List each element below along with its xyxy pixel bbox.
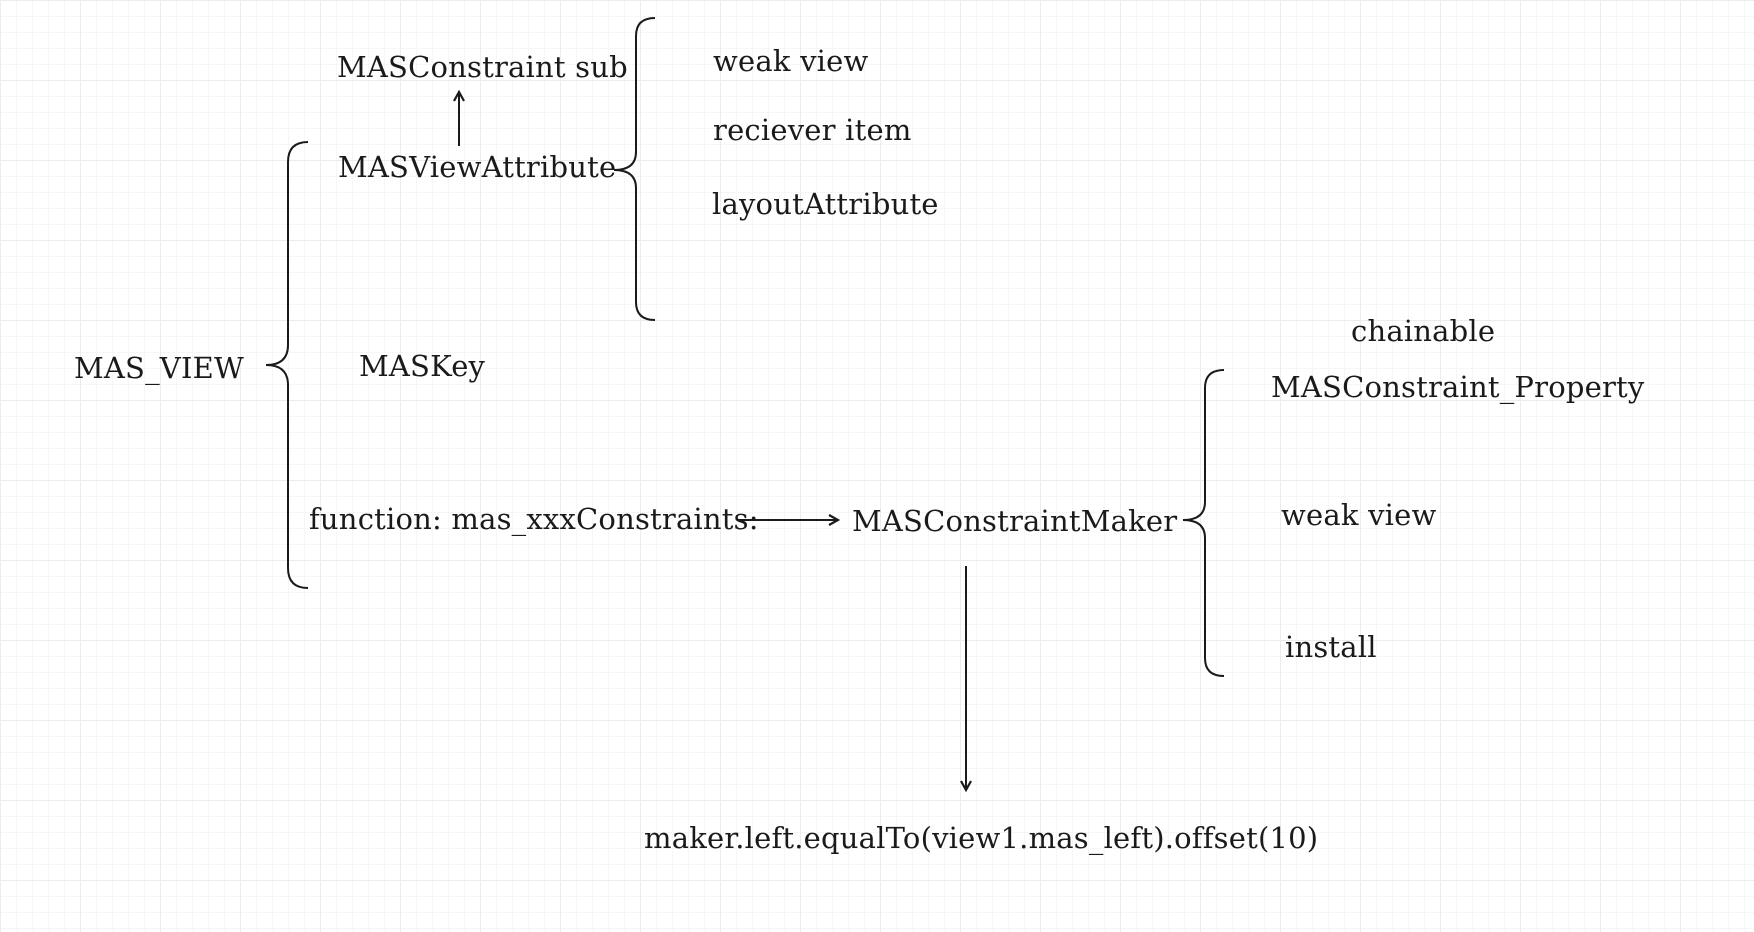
- maker-member-weak-view: weak view: [1281, 498, 1437, 532]
- constraint-sub-label: MASConstraint sub: [337, 50, 628, 84]
- view-attribute-label: MASViewAttribute: [338, 150, 617, 184]
- view-attribute-member-weak-view: weak view: [713, 44, 869, 78]
- chainable-label: chainable: [1351, 314, 1496, 348]
- view-attribute-brace: [613, 17, 656, 321]
- mas-view-brace: [265, 141, 309, 589]
- mas-key-label: MASKey: [359, 349, 486, 383]
- maker-member-constraint-property: MASConstraint_Property: [1271, 370, 1645, 404]
- maker-member-install: install: [1285, 630, 1377, 664]
- function-label: function: mas_xxxConstraints:: [309, 502, 759, 536]
- view-attribute-member-reciever-item: reciever item: [713, 113, 912, 147]
- mas-view-label: MAS_VIEW: [74, 351, 244, 385]
- view-attribute-member-layout-attribute: layoutAttribute: [712, 187, 939, 221]
- maker-brace: [1182, 369, 1225, 677]
- constraint-maker-label: MASConstraintMaker: [852, 504, 1178, 538]
- maker-example-label: maker.left.equalTo(view1.mas_left).offse…: [644, 821, 1319, 855]
